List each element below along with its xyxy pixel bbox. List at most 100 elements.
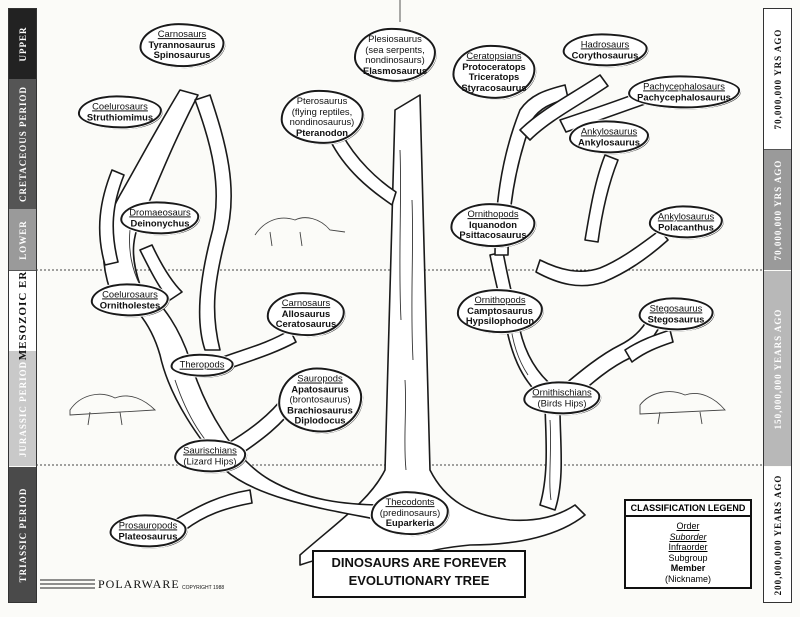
node-line: Ceratosaurus <box>275 318 337 330</box>
legend-infraorder: Infraorder <box>668 542 708 552</box>
hadrosaur-branch <box>519 74 609 141</box>
node-saurischians: Saurischians(Lizard Hips) <box>174 439 246 473</box>
node-line: Ornithopods <box>467 208 519 220</box>
node-line: Styracosaurus <box>461 81 527 93</box>
node-line: Polacanthus <box>658 221 714 232</box>
prosauropod-branch <box>174 489 253 531</box>
copyright-text: COPYRIGHT 1988 <box>182 585 225 591</box>
node-line: Iquanodon <box>469 218 517 230</box>
node-line: Carnosaurs <box>157 28 207 40</box>
node-line: Saurischians <box>183 444 237 456</box>
allosaur-branch <box>214 329 297 373</box>
legend-nickname: (Nickname) <box>664 573 711 584</box>
ankylosaur-top-branch <box>584 154 619 243</box>
node-line: (Lizard Hips) <box>183 455 237 466</box>
legend-member: Member <box>670 563 706 573</box>
node-pterosaurus: Pterosaurus(flying reptiles,nondinosauru… <box>280 89 364 145</box>
node-line: nondinosaurs) <box>365 54 425 65</box>
diagram-title: DINOSAURS ARE FOREVER EVOLUTIONARY TREE <box>312 550 526 598</box>
node-line: Hypsilophodon <box>465 315 535 327</box>
legend-subgroup: Subgroup <box>668 552 708 563</box>
legend-order: Order <box>676 521 700 531</box>
node-line: Stegosaurus <box>649 302 703 314</box>
node-line: Psittacosaurus <box>459 229 527 241</box>
lower-band: LOWER <box>9 209 36 270</box>
age-band-3: 150,000,000 YEARS AGO <box>764 271 791 466</box>
legend-title: CLASSIFICATION LEGEND <box>626 503 750 517</box>
node-line: Ankylosaurus <box>657 210 715 222</box>
stegosaur-branch <box>624 329 674 363</box>
carnosaur-branch <box>194 94 232 351</box>
node-line: Dromaeosaurs <box>129 206 191 218</box>
node-line: Allosaurus <box>281 307 331 319</box>
age-band-1: 70,000,000 YRS AGO <box>764 9 791 150</box>
node-line: Pachycephalosaurus <box>637 91 731 102</box>
node-line: Sauropods <box>297 372 343 384</box>
node-line: Deinonychus <box>130 217 190 228</box>
sketch-pteranodon-scene <box>254 217 346 247</box>
node-line: Brachiosaurus <box>287 404 353 416</box>
age-band-2: 70,000,000 YRS AGO <box>764 150 791 270</box>
node-line: Struthiomimus <box>86 111 154 122</box>
node-line: Stegosaurus <box>647 313 705 324</box>
node-line: (sea serpents, <box>365 43 425 55</box>
upper-band: UPPER <box>9 9 36 79</box>
node-line: Carnosaurs <box>281 297 331 309</box>
node-line: Prosauropods <box>118 519 178 531</box>
node-line: Euparkeria <box>385 517 435 529</box>
brand-lines <box>40 579 95 589</box>
node-line: Thecodonts <box>385 496 435 508</box>
node-line: Spinosaurus <box>153 49 211 61</box>
node-line: (flying reptiles, <box>291 105 353 117</box>
node-line: Tyrannosaurus <box>148 38 216 50</box>
node-line: Plateosaurus <box>118 530 178 541</box>
node-line: Coelurosaurs <box>92 100 148 112</box>
jurassic-band: MESOZOIC ERA JURASSIC PERIOD <box>9 271 36 466</box>
node-line: Ornithischians <box>532 386 592 398</box>
cretaceous-band: UPPER CRETACEOUS PERIOD LOWER <box>9 9 36 271</box>
node-line: nondinosaurus) <box>289 116 355 127</box>
node-line: Protoceratops <box>462 60 526 72</box>
node-line: Ceratopsians <box>466 49 522 61</box>
left-period-strip: UPPER CRETACEOUS PERIOD LOWER MESOZOIC E… <box>8 8 37 603</box>
node-line: Elasmosaurus <box>362 64 428 76</box>
sketch-sauropod-scene <box>69 393 157 426</box>
ankylosaur-branch <box>535 229 669 287</box>
node-line: Pachycephalosaurs <box>643 80 725 92</box>
node-line: Coelurosaurs <box>102 288 158 300</box>
triassic-band: TRIASSIC PERIOD <box>9 467 36 602</box>
right-age-strip: 70,000,000 YRS AGO 70,000,000 YRS AGO 15… <box>763 8 792 603</box>
node-line: (predinosaurs) <box>379 506 441 518</box>
node-thecodonts: Thecodonts(predinosaurs)Euparkeria <box>370 491 450 535</box>
node-line: Ankylosaurus <box>578 136 640 147</box>
node-line: Pterosaurus <box>296 94 348 106</box>
title-line-1: DINOSAURS ARE FOREVER <box>331 555 507 570</box>
node-line: Ornithopods <box>474 294 526 306</box>
node-line: (Birds Hips) <box>537 397 587 408</box>
node-theropods: Theropods <box>170 353 234 377</box>
brand-logo: POLARWARE <box>98 577 180 591</box>
node-line: Ankylosaurus <box>580 125 638 137</box>
pterosaur-branch <box>329 133 397 206</box>
dromaeosaur-branch <box>139 244 183 301</box>
node-line: Triceratops <box>468 71 520 82</box>
node-plesiosaurus: Plesiosaurus(sea serpents,nondinosaurs)E… <box>353 27 437 83</box>
node-line: (brontosaurus) <box>289 393 351 405</box>
node-line: Camptosaurus <box>467 304 533 316</box>
cretaceous-period-band: CRETACEOUS PERIOD <box>9 79 36 209</box>
age-band-4: 200,000,000 YEARS AGO <box>764 467 791 602</box>
